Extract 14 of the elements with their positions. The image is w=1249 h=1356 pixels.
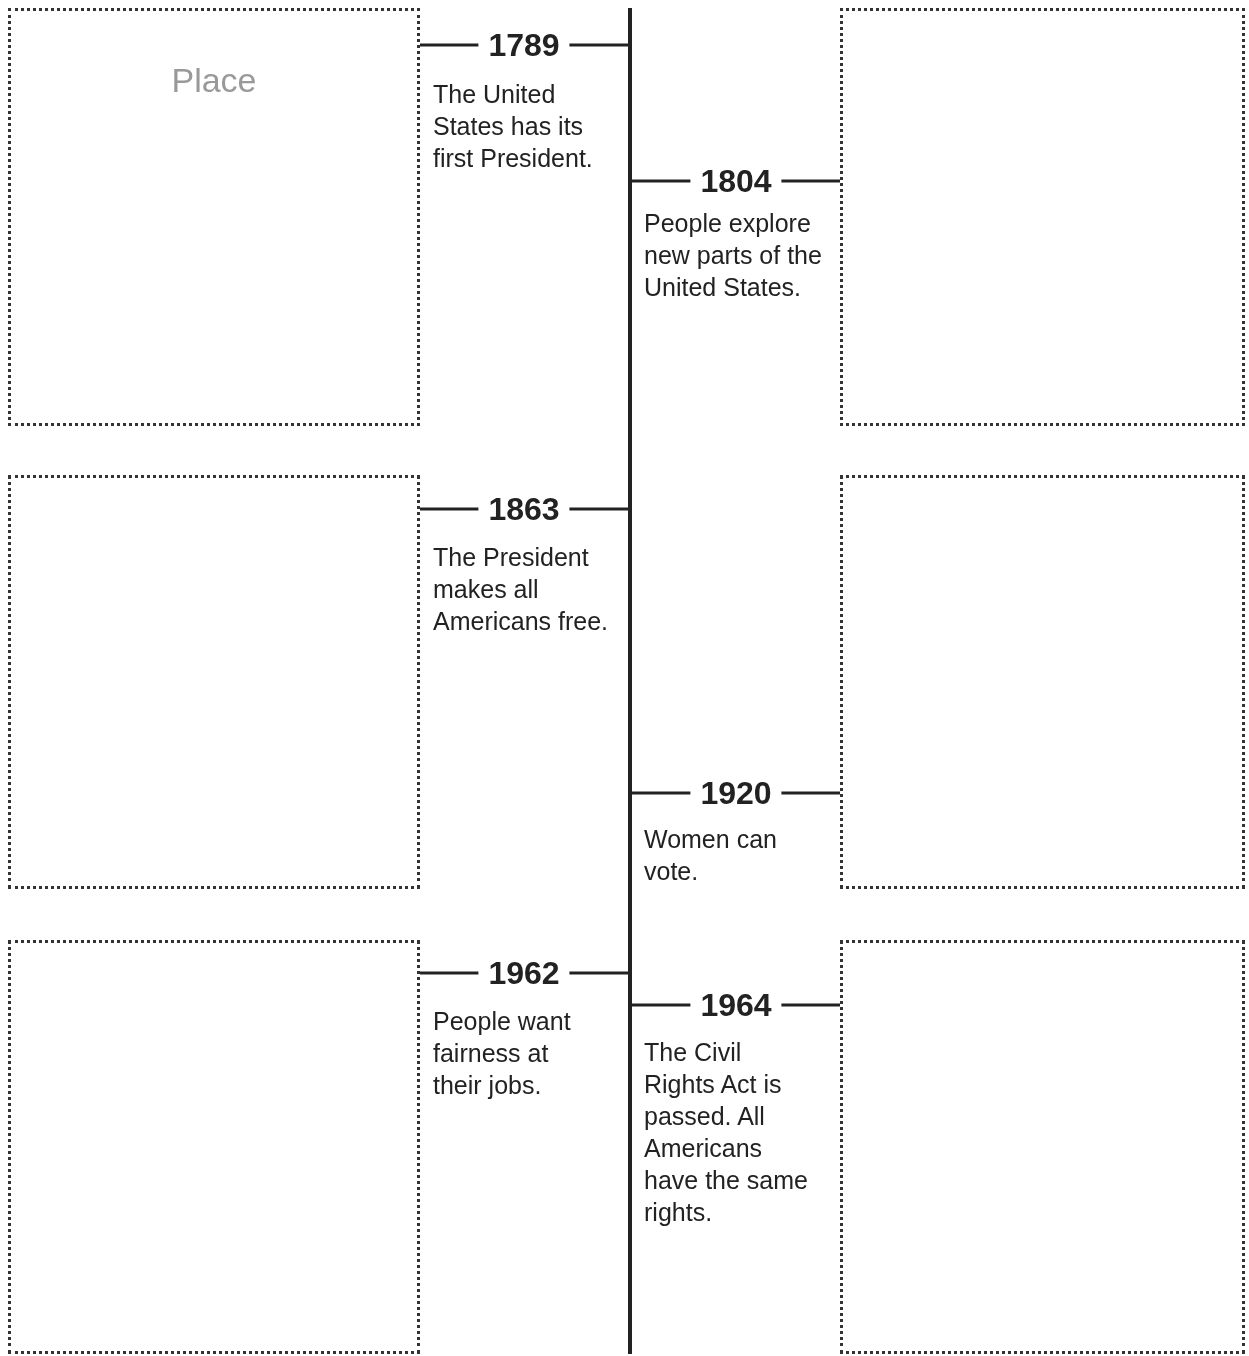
event-description: People explore new parts of the United States. — [644, 208, 823, 303]
event-description: The President makes all Americans free. — [433, 542, 610, 637]
event-description: The United States has its first President. — [433, 79, 594, 174]
dotted-frame — [8, 475, 420, 889]
event-description: People want fairness at their jobs. — [433, 1006, 572, 1101]
event-description: The Civil Rights Act is passed. All Americans have the same rights. — [644, 1037, 809, 1228]
event-description: Women can vote. — [644, 824, 778, 887]
dotted-frame — [840, 8, 1245, 426]
dotted-frame — [8, 940, 420, 1354]
timeline-bar — [628, 8, 632, 1354]
frame-caption: Place — [170, 61, 258, 100]
dotted-frame — [840, 940, 1245, 1354]
dotted-frame — [8, 8, 420, 426]
dotted-frame — [840, 475, 1245, 889]
